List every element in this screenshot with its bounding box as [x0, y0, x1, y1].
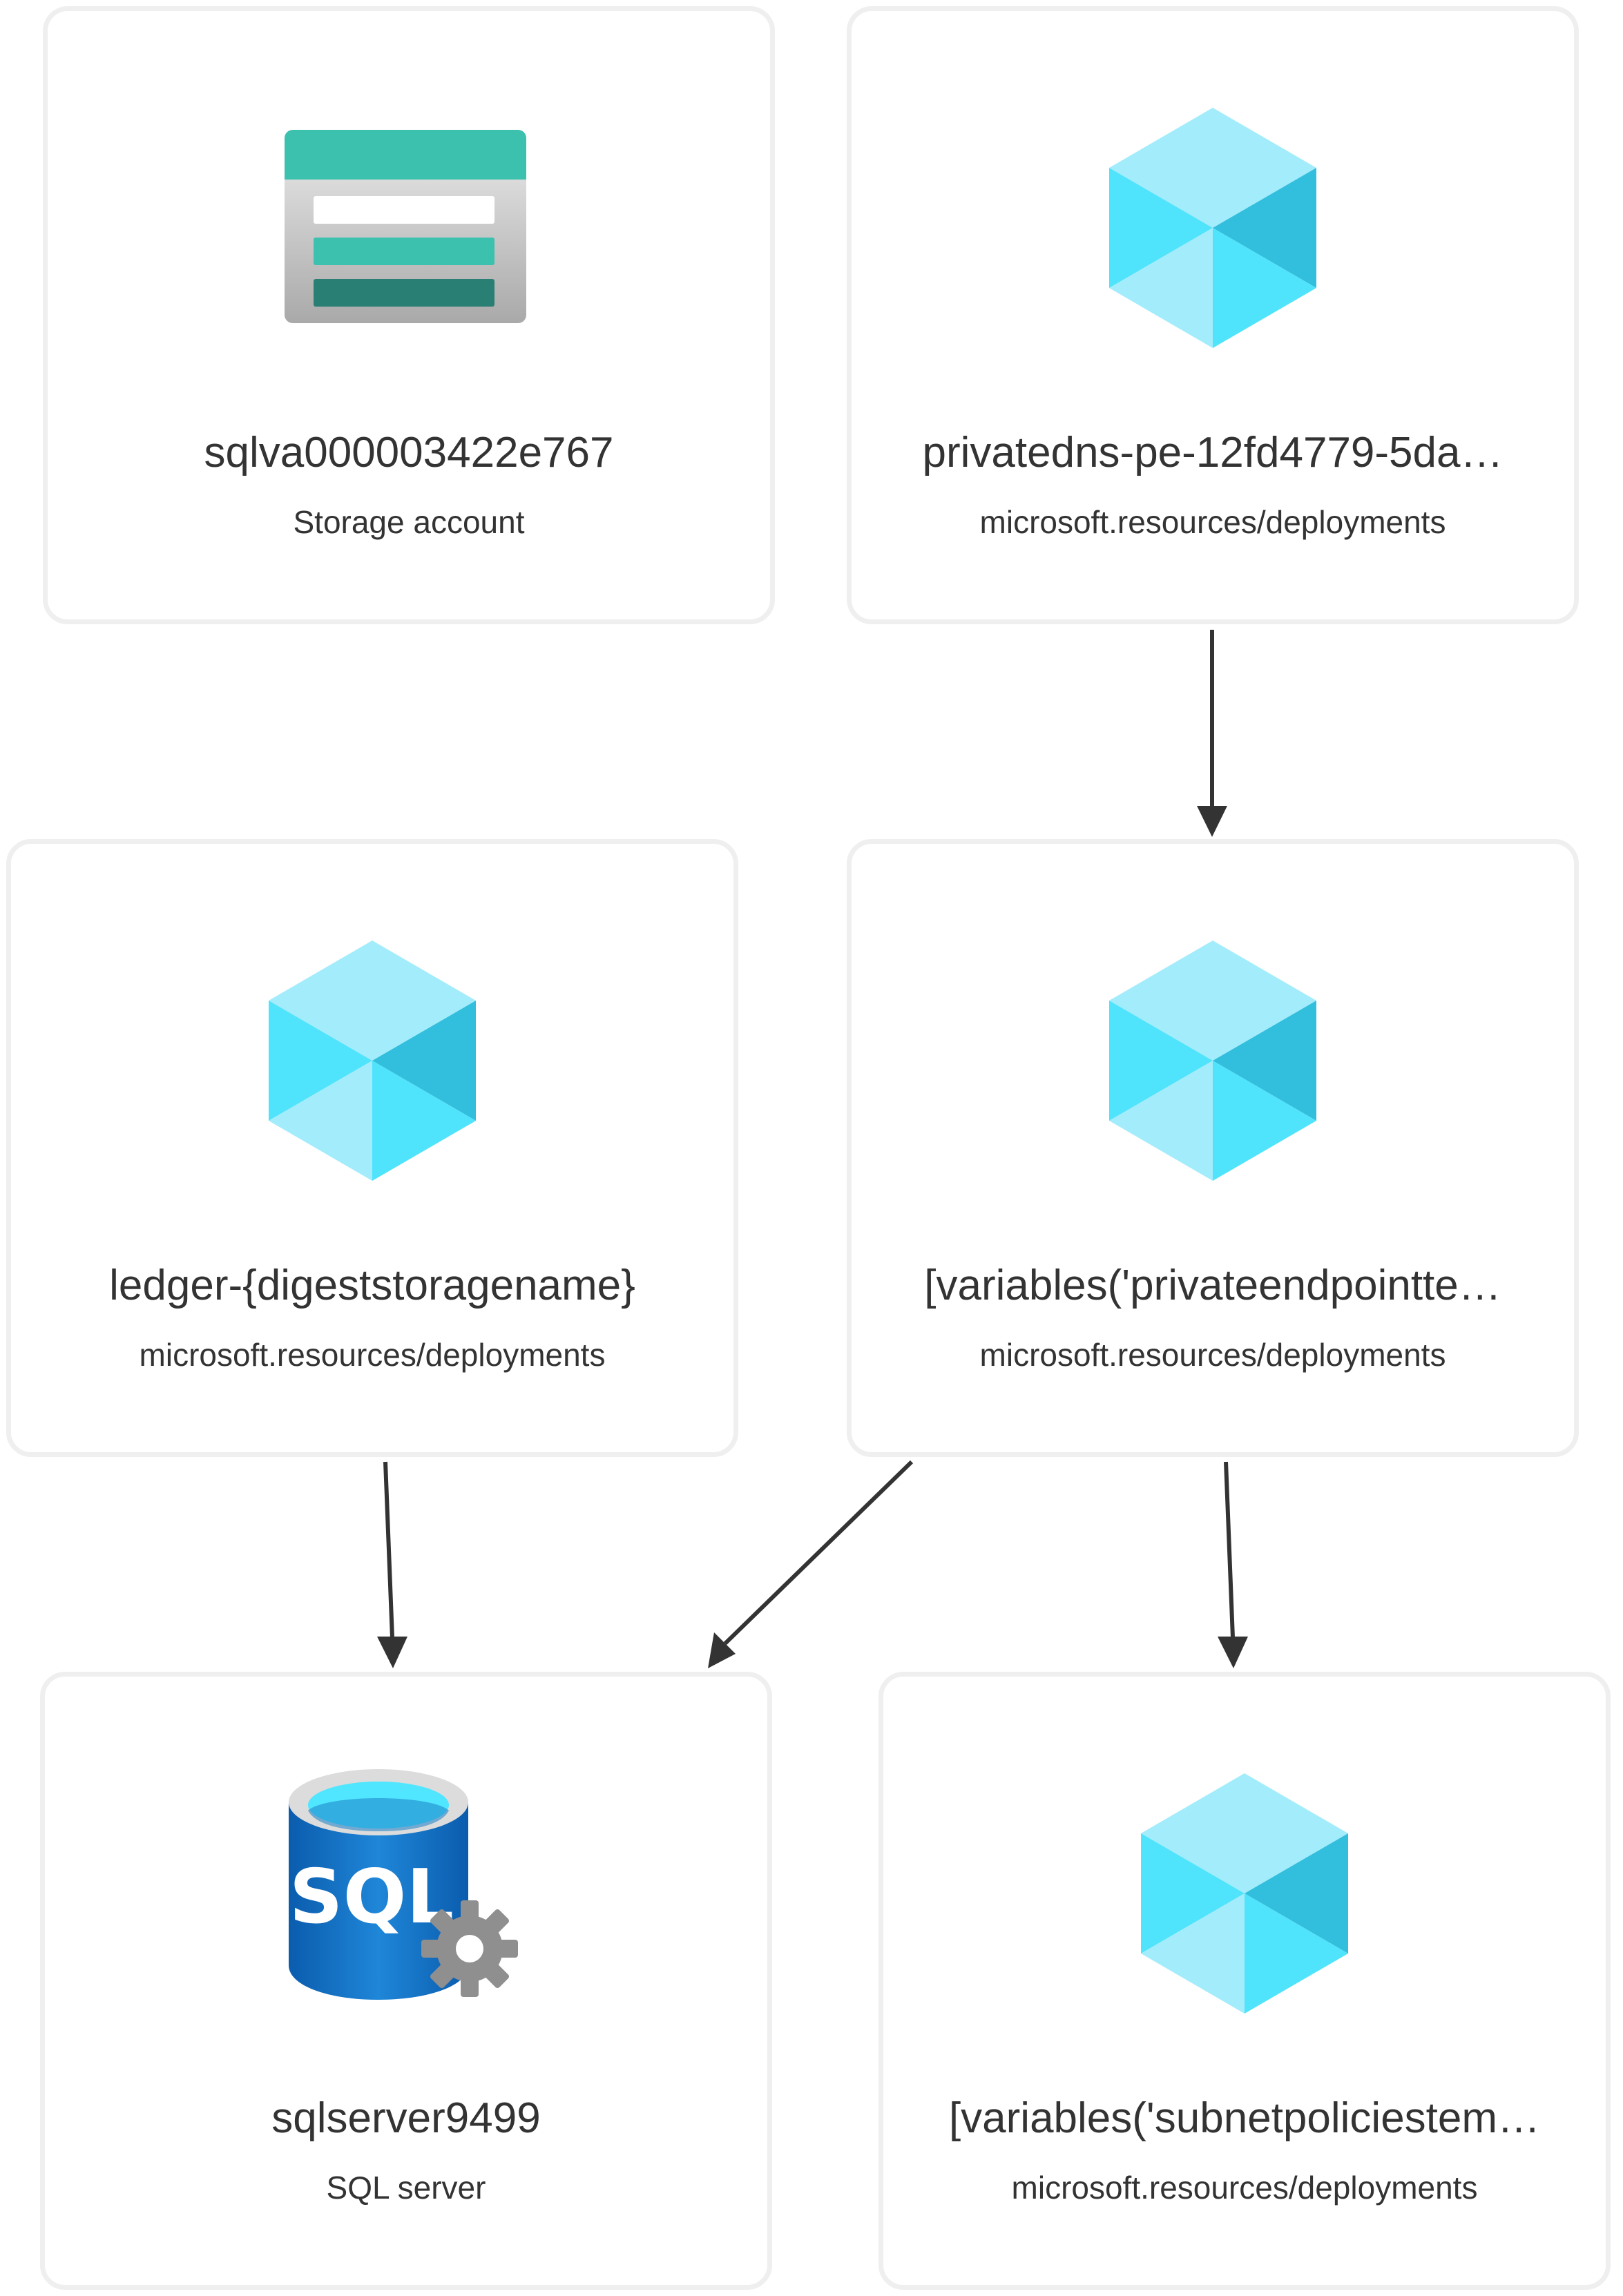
- node-sql-server[interactable]: SQL sqlserver9499: [40, 1672, 772, 2290]
- node-type-label: microsoft.resources/deployments: [979, 1337, 1446, 1373]
- arrowhead: [1197, 806, 1227, 837]
- node-storage-account[interactable]: sqlva000003422e767 Storage account: [43, 6, 775, 624]
- edge-privateendpoint-to-subnetpolicies: [1224, 1461, 1235, 1639]
- edge-privateendpoint-to-sqlserver: [723, 1460, 914, 1646]
- node-title: sqlserver9499: [271, 2094, 541, 2142]
- node-privatedns-deployment[interactable]: privatedns-pe-12fd4779-5da… microsoft.re…: [847, 6, 1579, 624]
- arrowhead: [708, 1632, 736, 1668]
- node-title: ledger-{digeststoragename}: [109, 1262, 635, 1309]
- node-type-label: microsoft.resources/deployments: [979, 504, 1446, 540]
- sql-server-icon: SQL: [275, 1762, 537, 2025]
- arrowhead: [377, 1637, 407, 1668]
- node-type-label: microsoft.resources/deployments: [139, 1337, 606, 1373]
- resource-cube-icon: [1082, 929, 1344, 1192]
- resource-cube-icon: [241, 929, 503, 1192]
- node-title: [variables('subnetpoliciestem…: [948, 2094, 1541, 2142]
- node-type-label: SQL server: [326, 2170, 486, 2206]
- node-type-label: microsoft.resources/deployments: [1011, 2170, 1478, 2206]
- resource-cube-icon: [1113, 1762, 1376, 2025]
- node-title: sqlva000003422e767: [204, 429, 614, 476]
- node-title: privatedns-pe-12fd4779-5da…: [922, 429, 1504, 476]
- node-privateendpoint-deployment[interactable]: [variables('privateendpointte… microsoft…: [847, 839, 1579, 1457]
- node-title: [variables('privateendpointte…: [924, 1262, 1501, 1309]
- node-ledger-deployment[interactable]: ledger-{digeststoragename} microsoft.res…: [6, 839, 738, 1457]
- arrowhead: [1218, 1637, 1248, 1668]
- storage-account-icon: [278, 97, 540, 359]
- edge-ledger-to-sqlserver: [383, 1461, 394, 1639]
- svg-text:SQL: SQL: [289, 1854, 454, 1940]
- resource-cube-icon: [1082, 97, 1344, 359]
- node-type-label: Storage account: [293, 504, 525, 540]
- node-subnetpolicies-deployment[interactable]: [variables('subnetpoliciestem… microsoft…: [878, 1672, 1611, 2290]
